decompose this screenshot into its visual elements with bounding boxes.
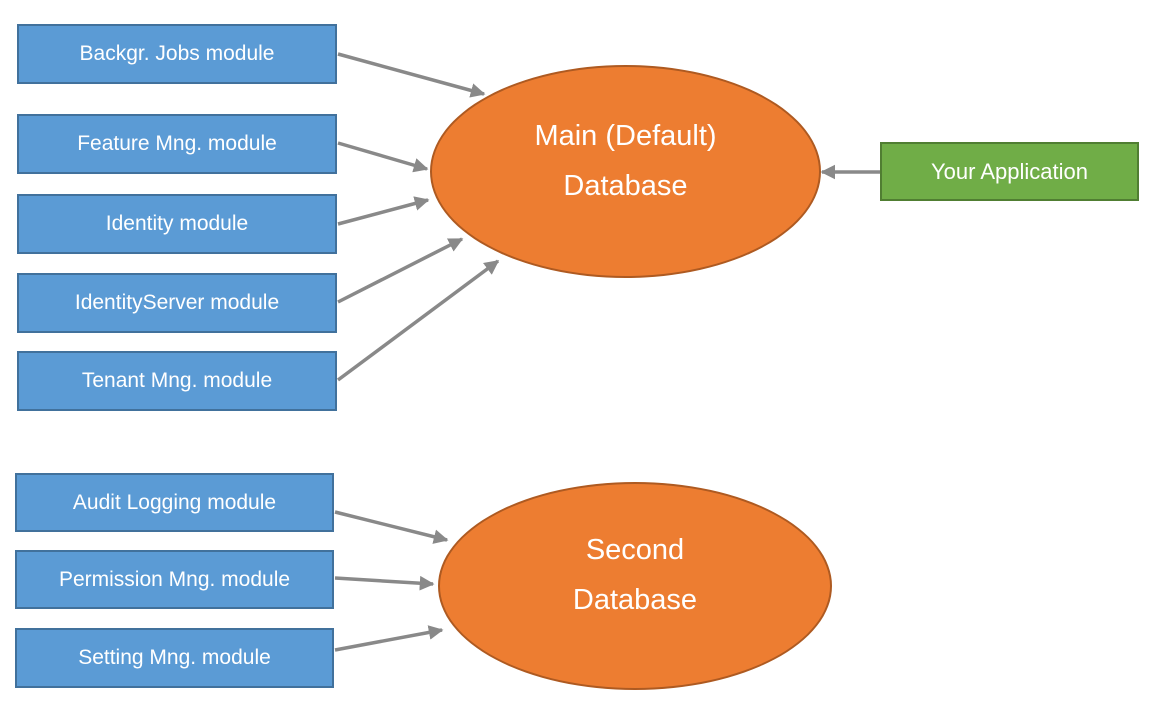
edge-identity-to-main-db: [337, 196, 430, 226]
module-box-identity: Identity module: [17, 194, 337, 254]
edge-tenant-mng-to-main-db: [336, 259, 500, 382]
module-box-identityserver: IdentityServer module: [17, 273, 337, 333]
second-database-label-line1: Second: [585, 534, 685, 566]
edge-permission-mng-to-second-db: [334, 575, 435, 591]
edge-backgr-jobs-to-main-db: [337, 52, 486, 98]
edge-identityserver-to-main-db: [337, 237, 464, 304]
module-label: Backgr. Jobs module: [79, 42, 275, 65]
module-label: Identity module: [105, 212, 249, 235]
module-label: Audit Logging module: [72, 490, 277, 514]
edge-setting-mng-to-second-db: [334, 625, 444, 652]
module-box-backgr-jobs: Backgr. Jobs module: [17, 24, 337, 84]
module-label: Feature Mng. module: [77, 132, 277, 155]
main-database-ellipse: Main (Default) Database: [430, 65, 821, 278]
your-application-label: Your Application: [931, 158, 1088, 184]
your-application-box: Your Application: [880, 142, 1139, 201]
edge-feature-mng-to-main-db: [337, 141, 429, 173]
module-box-audit-logging: Audit Logging module: [15, 473, 334, 532]
module-label: Permission Mng. module: [58, 567, 291, 591]
module-box-setting-mng: Setting Mng. module: [15, 628, 334, 688]
main-database-label-line2: Database: [563, 169, 688, 202]
module-box-tenant-mng: Tenant Mng. module: [17, 351, 337, 411]
module-box-feature-mng: Feature Mng. module: [17, 114, 337, 174]
module-box-permission-mng: Permission Mng. module: [15, 550, 334, 609]
second-database-label-line2: Database: [572, 584, 698, 616]
module-label: IdentityServer module: [74, 291, 280, 314]
second-database-ellipse: Second Database: [438, 482, 832, 690]
module-label: Tenant Mng. module: [81, 369, 273, 392]
module-label: Setting Mng. module: [78, 646, 271, 669]
main-database-label-line1: Main (Default): [534, 119, 717, 152]
edge-audit-logging-to-second-db: [334, 510, 449, 544]
